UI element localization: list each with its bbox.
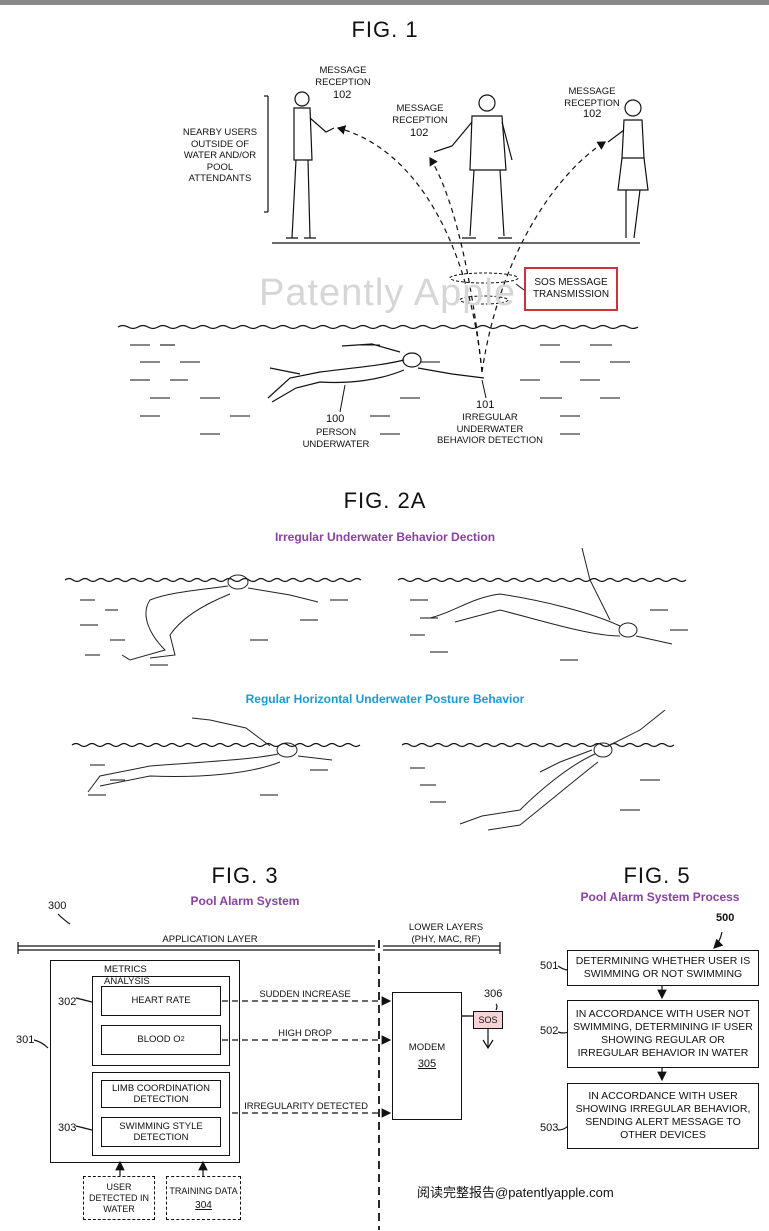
step-503-box: IN ACCORDANCE WITH USER SHOWING IRREGULA… — [567, 1083, 759, 1149]
blood-o2-subscript: 2 — [180, 1036, 185, 1044]
person-underwater-label: PERSON UNDERWATER — [302, 427, 370, 450]
training-data-box: TRAINING DATA 304 — [166, 1176, 241, 1220]
step-502-box: IN ACCORDANCE WITH USER NOT SWIMMING, DE… — [567, 1000, 759, 1068]
ref-301: 301 — [16, 1034, 35, 1046]
step-502-text: IN ACCORDANCE WITH USER NOT SWIMMING, DE… — [573, 1008, 753, 1059]
heart-rate-box: HEART RATE — [101, 986, 221, 1016]
user-detected-box: USER DETECTED IN WATER — [83, 1176, 155, 1220]
irregular-caption: Irregular Underwater Behavior Dection — [274, 530, 496, 544]
swimming-style-text: SWIMMING STYLE DETECTION — [119, 1120, 203, 1144]
high-drop-label: HIGH DROP — [278, 1028, 332, 1039]
nearby-users-label: NEARBY USERS OUTSIDE OF WATER AND/OR POO… — [182, 127, 258, 184]
sos-message-transmission-text: SOS MESSAGE TRANSMISSION — [532, 277, 610, 300]
step-501-text: DETERMINING WHETHER USER IS SWIMMING OR … — [575, 955, 751, 980]
modem-num: 305 — [417, 1058, 437, 1070]
person-underwater-num: 100 — [326, 413, 345, 425]
application-outer-box — [50, 960, 240, 1163]
limb-coordination-box: LIMB COORDINATION DETECTION — [101, 1080, 221, 1108]
message-reception-3-label: MESSAGE RECEPTION — [564, 86, 620, 109]
standing-person-right — [607, 99, 649, 239]
fig5-subtitle: Pool Alarm System Process — [580, 890, 740, 904]
step-503-num: 503 — [540, 1122, 559, 1134]
ref-500: 500 — [716, 912, 735, 924]
footer-report-link[interactable]: 阅读完整报告@patentlyapple.com — [417, 1185, 614, 1200]
message-reception-2-label: MESSAGE RECEPTION — [392, 103, 448, 126]
step-502-num: 502 — [540, 1025, 559, 1037]
irregularity-detected-label: IRREGULARITY DETECTED — [244, 1101, 368, 1112]
step-501-num: 501 — [540, 960, 559, 972]
top-border — [0, 0, 769, 5]
step-503-text: IN ACCORDANCE WITH USER SHOWING IRREGULA… — [575, 1090, 751, 1141]
limb-coordination-text: LIMB COORDINATION DETECTION — [112, 1082, 210, 1106]
message-reception-3-num: 102 — [583, 108, 602, 120]
modem-text: MODEM — [408, 1041, 446, 1053]
application-layer-label: APPLICATION LAYER — [162, 934, 258, 945]
watermark-text: Patently Apple — [259, 272, 516, 314]
ref-302: 302 — [58, 996, 77, 1008]
fig3-diagram-lines — [17, 913, 501, 1230]
ref-306: 306 — [484, 988, 503, 1000]
fig2a-title: FIG. 2A — [343, 488, 427, 513]
style-group-box — [92, 1072, 230, 1156]
lower-layers-label: LOWER LAYERS (PHY, MAC, RF) — [408, 922, 484, 945]
blood-o2-text: BLOOD O — [137, 1034, 181, 1046]
regular-caption: Regular Horizontal Underwater Posture Be… — [245, 692, 525, 706]
user-detected-text: USER DETECTED IN WATER — [88, 1181, 149, 1214]
detection-label: IRREGULAR UNDERWATER BEHAVIOR DETECTION — [437, 412, 543, 446]
sos-message-transmission-box: SOS MESSAGE TRANSMISSION — [524, 267, 618, 311]
ref-303: 303 — [58, 1122, 77, 1134]
fig2a-illustration — [64, 547, 688, 831]
fig1-title: FIG. 1 — [351, 17, 419, 42]
sudden-increase-label: SUDDEN INCREASE — [259, 989, 351, 1000]
detection-num: 101 — [476, 399, 495, 411]
swimming-style-box: SWIMMING STYLE DETECTION — [101, 1117, 221, 1147]
sos-chip: SOS — [473, 1011, 503, 1029]
fig3-title: FIG. 3 — [211, 863, 279, 888]
standing-person-left — [286, 91, 335, 239]
standing-person-middle — [433, 94, 513, 239]
training-data-text: TRAINING DATA — [169, 1185, 238, 1196]
modem-box: MODEM 305 — [392, 992, 462, 1120]
heart-rate-text: HEART RATE — [131, 995, 191, 1007]
message-reception-2-num: 102 — [410, 127, 429, 139]
metrics-analysis-label: METRICS ANALYSIS — [104, 964, 150, 987]
message-reception-1-num: 102 — [333, 89, 352, 101]
sos-chip-text: SOS — [478, 1015, 498, 1025]
message-reception-1-label: MESSAGE RECEPTION — [315, 65, 371, 88]
fig5-title: FIG. 5 — [623, 863, 691, 888]
fig1-illustration — [117, 91, 649, 435]
step-501-box: DETERMINING WHETHER USER IS SWIMMING OR … — [567, 950, 759, 986]
ref-300: 300 — [48, 900, 67, 912]
fig3-subtitle: Pool Alarm System — [190, 894, 300, 908]
swimmer-fig1 — [267, 343, 485, 403]
training-data-num: 304 — [195, 1199, 212, 1211]
metrics-group-box — [92, 976, 230, 1066]
